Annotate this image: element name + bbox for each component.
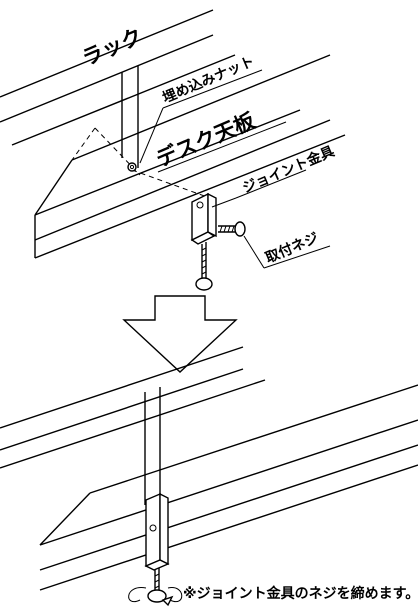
- rack-rails: [0, 9, 236, 146]
- desk-top-slab: [34, 54, 346, 259]
- leader-lines: [139, 69, 331, 269]
- label-rack: ラック: [79, 24, 146, 71]
- rack-rails-bottom: [0, 346, 266, 469]
- joint-fitting-icon: [190, 192, 217, 291]
- embedded-nut-icon: [127, 162, 137, 172]
- joint-fitting-bottom-icon: [144, 492, 170, 603]
- label-desk-top: デスク天板: [153, 108, 260, 172]
- rack-post-bottom: [144, 387, 161, 505]
- tighten-screw-note: ※ジョイント金具のネジを締めます。: [183, 585, 418, 602]
- rack-post: [121, 66, 139, 168]
- down-arrow-icon: [122, 295, 238, 373]
- tighten-rotation-arrow-icon: [128, 587, 183, 607]
- bottom-assembled-view: ※ジョイント金具のネジを締めます。: [0, 346, 418, 607]
- desk-top-slab-bottom: [39, 384, 418, 591]
- mounting-screw-icon: [218, 221, 246, 237]
- top-exploded-view: ラック 埋め込みナット デスク天板 ジョイント金具 取付ネジ: [0, 9, 346, 291]
- label-mounting-screw: 取付ネジ: [263, 229, 321, 267]
